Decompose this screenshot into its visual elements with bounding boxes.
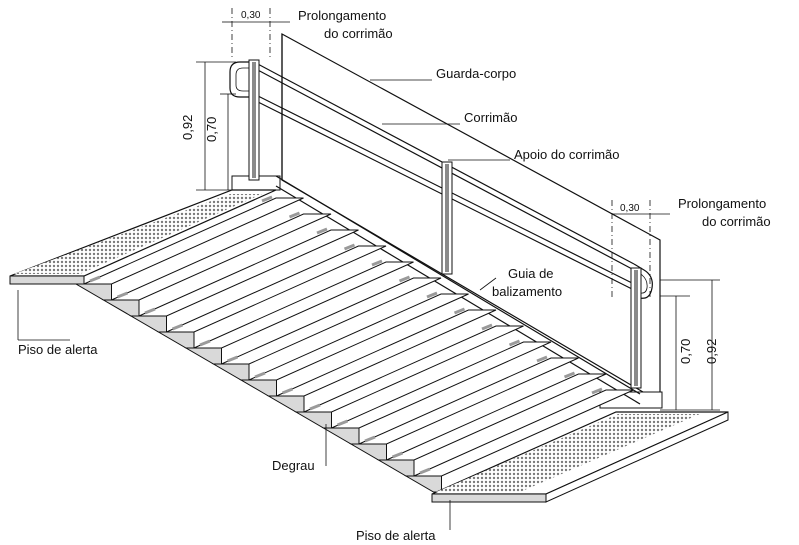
step-nosing bbox=[426, 291, 438, 299]
label-guia-line2: balizamento bbox=[492, 284, 562, 299]
ext-right-dim: 0,30 bbox=[620, 203, 640, 214]
step-nosing bbox=[89, 275, 101, 283]
step-riser bbox=[74, 283, 112, 301]
step-nosing bbox=[316, 227, 328, 235]
dim-left-092: 0,92 bbox=[180, 115, 195, 140]
label-guarda-corpo: Guarda-corpo bbox=[436, 66, 516, 81]
step-nosing bbox=[563, 371, 576, 379]
step-nosing bbox=[364, 435, 376, 443]
step-nosing bbox=[199, 339, 211, 347]
prolong-top-line1: Prolongamento bbox=[298, 8, 386, 23]
step-riser bbox=[156, 331, 195, 349]
step-nosing bbox=[343, 243, 356, 251]
step-riser bbox=[101, 299, 140, 317]
step-riser bbox=[239, 379, 277, 397]
step-nosing bbox=[391, 451, 404, 459]
label-piso-alerta-bottom: Piso de alerta bbox=[356, 528, 436, 543]
step-riser bbox=[184, 347, 222, 365]
step-riser bbox=[321, 427, 360, 445]
step-nosing bbox=[281, 387, 294, 395]
step-nosing bbox=[508, 339, 521, 347]
step-nosing bbox=[419, 467, 431, 475]
top-landing bbox=[9, 189, 277, 285]
prolong-top-line2: do corrimão bbox=[324, 26, 393, 41]
step-riser bbox=[349, 443, 387, 461]
label-degrau: Degrau bbox=[272, 458, 315, 473]
step-nosing bbox=[309, 403, 321, 411]
step-nosing bbox=[371, 259, 383, 267]
step-nosing bbox=[144, 307, 156, 315]
stair-steps bbox=[74, 195, 634, 493]
step-nosing bbox=[226, 355, 239, 363]
step-riser bbox=[404, 475, 442, 493]
label-corrimao: Corrimão bbox=[464, 110, 517, 125]
label-guia-line1: Guia de bbox=[508, 266, 554, 281]
step-riser bbox=[211, 363, 250, 381]
step-nosing bbox=[591, 387, 603, 395]
dimension-top bbox=[196, 8, 290, 191]
step-nosing bbox=[453, 307, 466, 315]
handrail-posts bbox=[248, 59, 642, 389]
dim-right-070: 0,70 bbox=[678, 339, 693, 364]
step-nosing bbox=[398, 275, 411, 283]
step-nosing bbox=[261, 195, 273, 203]
step-riser bbox=[266, 395, 305, 413]
step-nosing bbox=[288, 211, 301, 219]
dim-right-092: 0,92 bbox=[704, 339, 719, 364]
leader-lines bbox=[17, 79, 510, 530]
prolong-right-line1: Prolongamento bbox=[678, 196, 766, 211]
step-nosing bbox=[171, 323, 184, 331]
step-riser bbox=[376, 459, 415, 477]
step-nosing bbox=[481, 323, 493, 331]
dim-left-070: 0,70 bbox=[204, 117, 219, 142]
step-nosing bbox=[336, 419, 349, 427]
ext-top-dim: 0,30 bbox=[241, 10, 261, 21]
step-nosing bbox=[116, 291, 129, 299]
label-piso-alerta-left: Piso de alerta bbox=[18, 342, 98, 357]
step-riser bbox=[129, 315, 167, 333]
bottom-landing bbox=[431, 411, 729, 503]
dimension-right bbox=[611, 200, 720, 411]
step-nosing bbox=[254, 371, 266, 379]
step-nosing bbox=[536, 355, 548, 363]
label-apoio: Apoio do corrimão bbox=[514, 147, 620, 162]
prolong-right-line2: do corrimão bbox=[702, 214, 771, 229]
